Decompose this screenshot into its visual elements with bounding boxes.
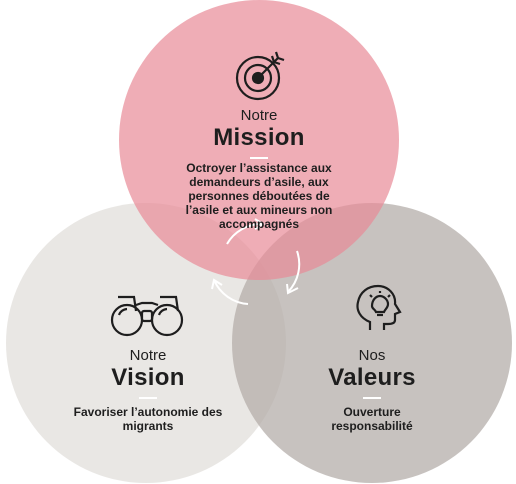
mission-divider [250, 157, 268, 159]
mission-block: Notre Mission [159, 107, 359, 165]
values-prefix: Nos [358, 347, 386, 364]
values-block: Nos Valeurs [272, 347, 472, 405]
cycle-arrows-icon [211, 218, 301, 305]
values-description: Ouverture responsabilité [331, 405, 413, 433]
vision-title: Vision [111, 364, 185, 391]
mission-description: Octroyer l’assistance aux demandeurs d’a… [185, 161, 333, 231]
mission-prefix: Notre [240, 107, 278, 124]
values-divider [363, 397, 381, 399]
values-title: Valeurs [328, 364, 416, 391]
vision-divider [139, 397, 157, 399]
mission-title: Mission [213, 124, 305, 151]
vision-description: Favoriser l’autonomie des migrants [73, 405, 223, 433]
binoculars-icon [110, 295, 184, 337]
vision-block: Notre Vision [48, 347, 248, 405]
head-lightbulb-icon [356, 284, 402, 330]
target-icon [235, 51, 285, 101]
mission-circle [119, 0, 399, 280]
vision-prefix: Notre [129, 347, 167, 364]
